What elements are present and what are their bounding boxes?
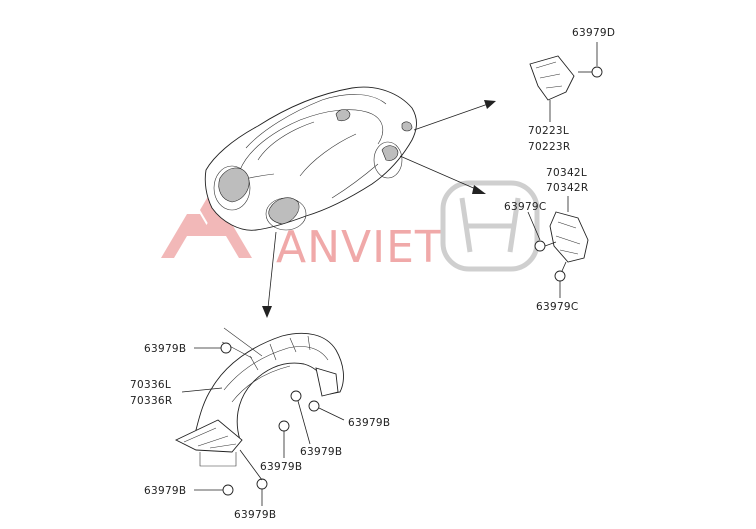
anviet-text: ANVIET — [276, 222, 443, 273]
callout-63979c-lower: 63979C — [536, 301, 579, 313]
callout-70336l: 70336L — [130, 379, 171, 391]
honda-logo-watermark — [440, 180, 540, 272]
pointer-arrows — [262, 100, 496, 318]
callout-70223r: 70223R — [528, 141, 571, 153]
callout-63979b-center: 63979B — [260, 461, 302, 473]
anviet-logo-watermark: ANVIET — [276, 222, 443, 273]
liner-clips — [181, 342, 345, 506]
callout-63979b-mid: 63979B — [300, 446, 342, 458]
callout-63979c-upper: 63979C — [504, 201, 547, 213]
callout-70223l: 70223L — [528, 125, 569, 137]
callout-70336r: 70336R — [130, 395, 173, 407]
callout-63979b-right: 63979B — [348, 417, 390, 429]
callout-63979b-bottom-left: 63979B — [144, 485, 186, 497]
callout-63979b-bottom: 63979B — [234, 509, 276, 521]
callout-63979d: 63979D — [572, 27, 615, 39]
side-bracket-part — [527, 196, 589, 298]
callout-70342l: 70342L — [546, 167, 587, 179]
callout-63979b-top: 63979B — [144, 343, 186, 355]
wheel-liner-part — [174, 327, 344, 467]
car-illustration — [204, 86, 417, 231]
callout-70342r: 70342R — [546, 182, 589, 194]
rear-bracket-part — [529, 42, 603, 122]
